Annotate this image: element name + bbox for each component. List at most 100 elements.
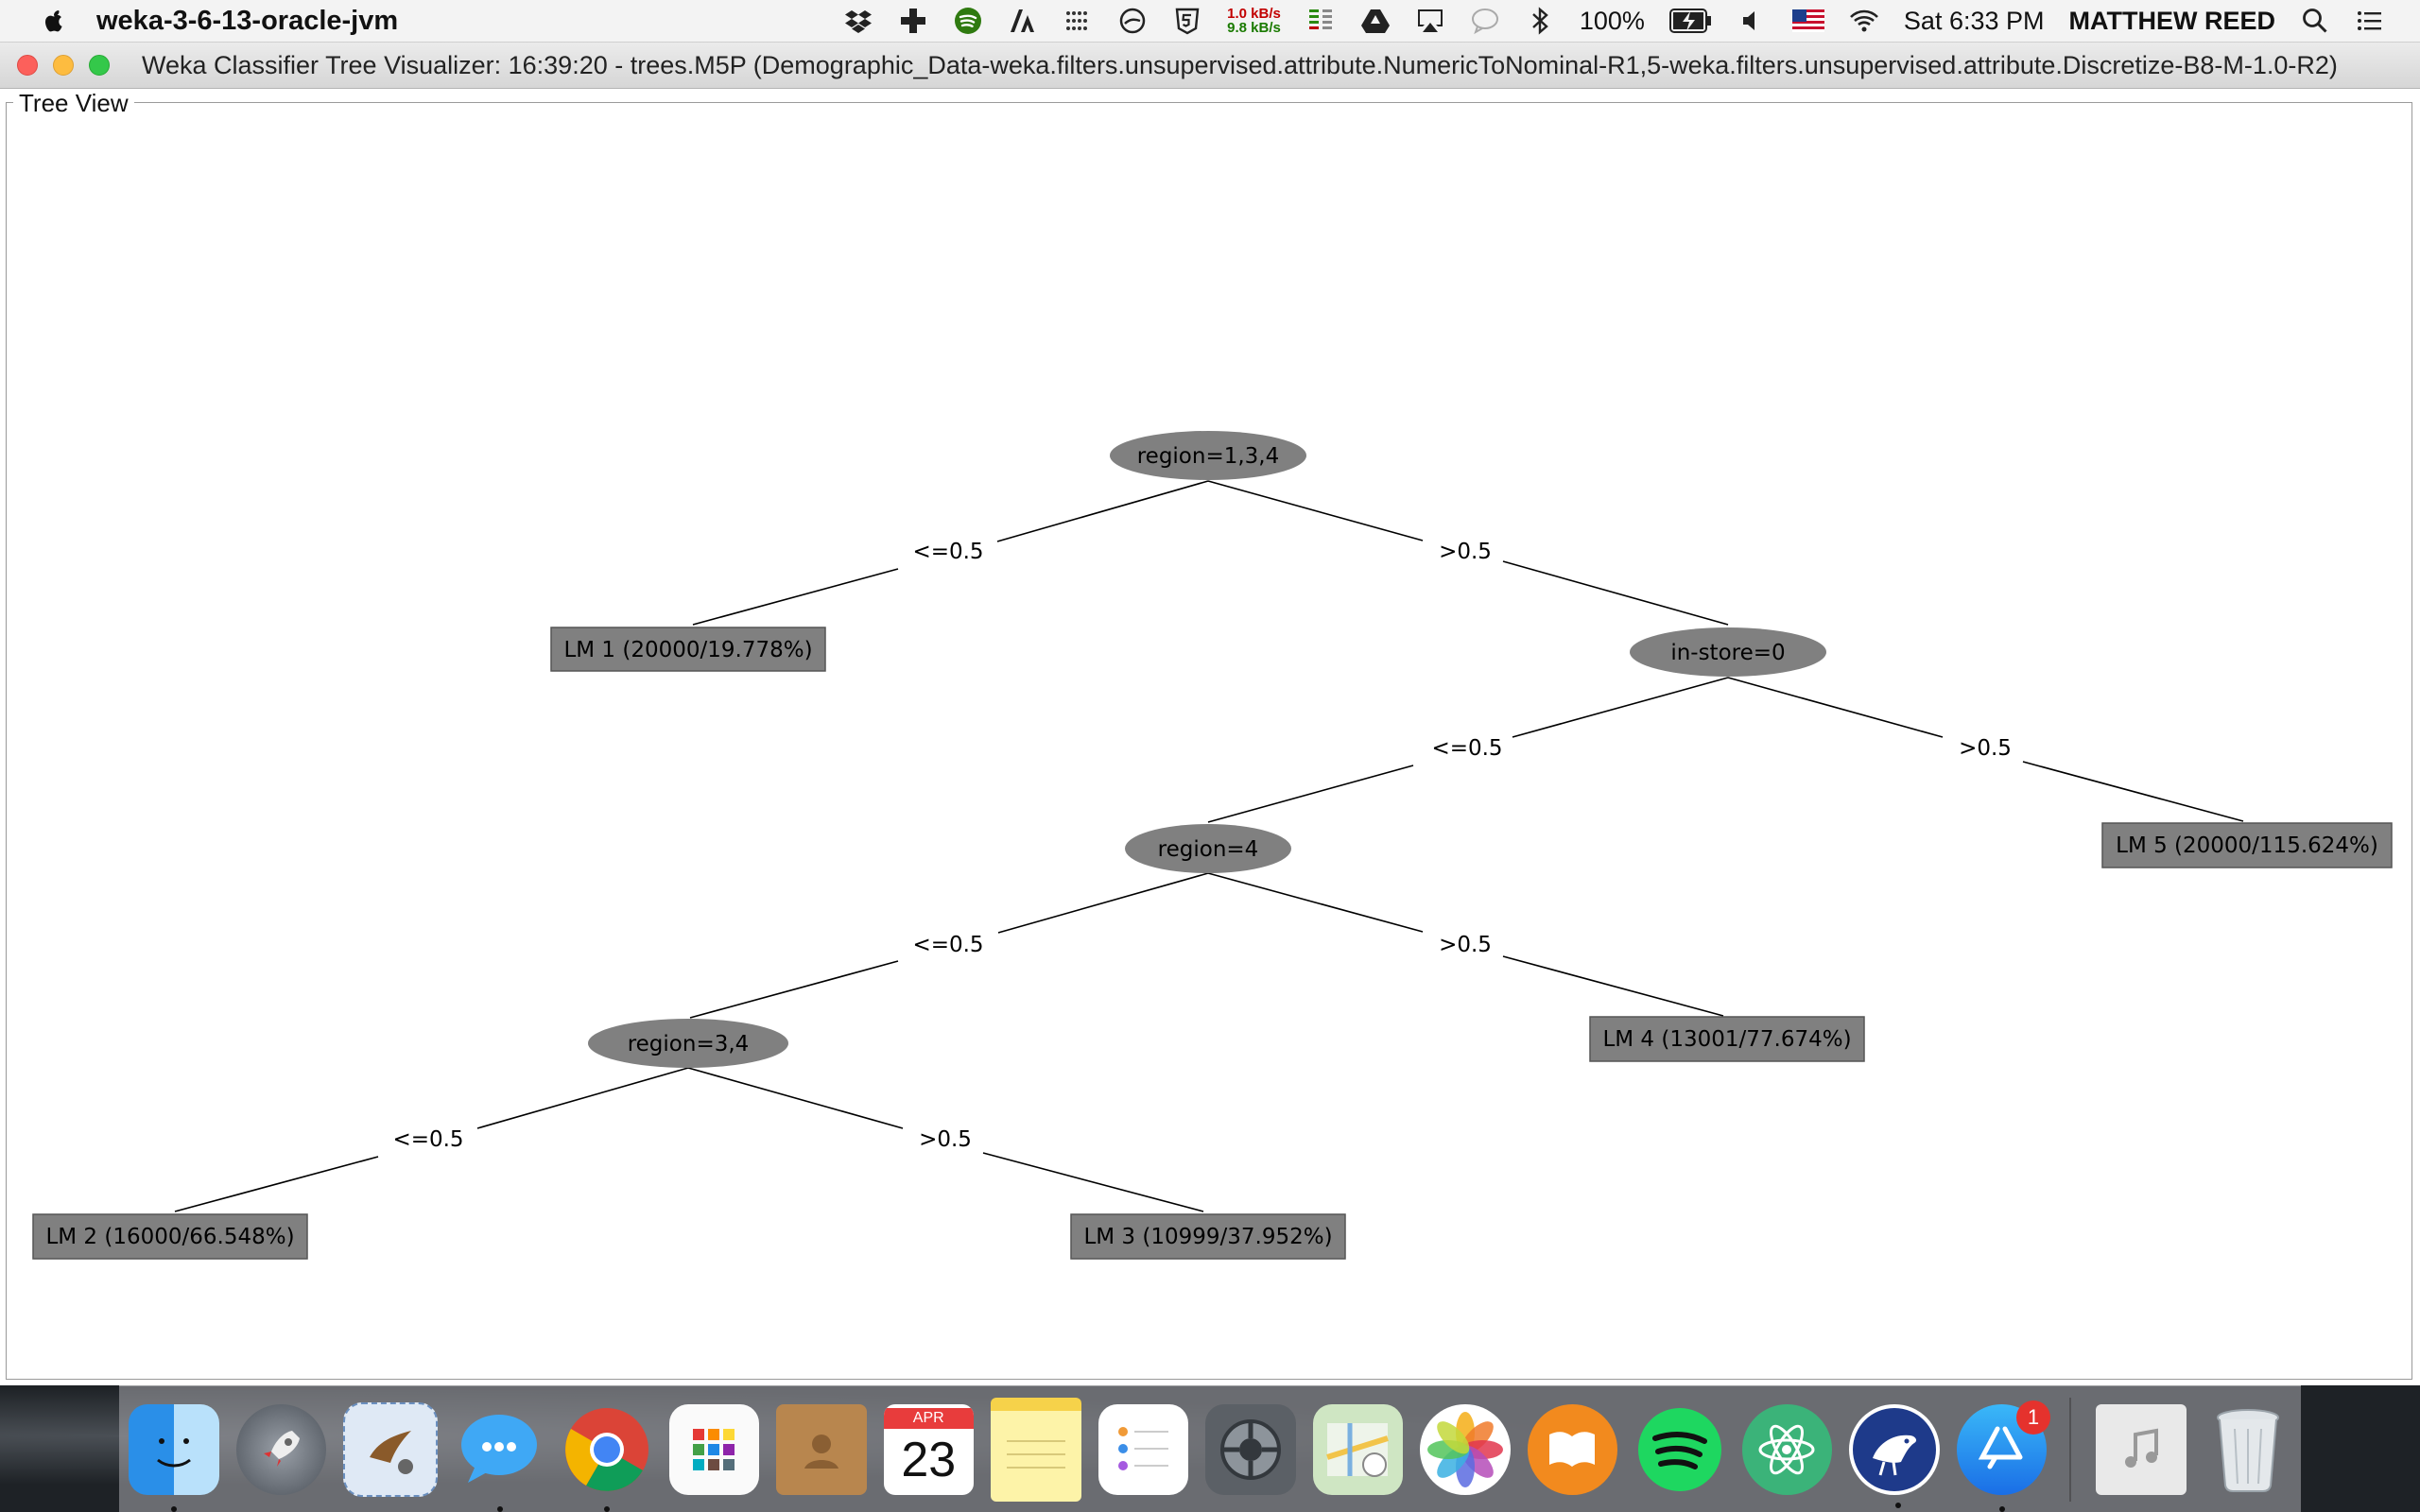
leaf-node-lm5[interactable]: LM 5 (20000/115.624%) [2101, 822, 2393, 868]
app-grid-dock-icon[interactable] [668, 1404, 759, 1495]
edge-line [1207, 872, 1424, 933]
memory-bars-icon[interactable] [1305, 6, 1336, 36]
net-down-value: 9.8 kB/s [1227, 20, 1281, 36]
launchpad-dock-icon[interactable] [235, 1404, 326, 1495]
us-flag-input-icon[interactable] [1791, 9, 1824, 32]
finder-dock-icon[interactable] [129, 1404, 219, 1512]
leaf-node-lm3[interactable]: LM 3 (10999/37.952%) [1070, 1213, 1346, 1260]
split-node-in-store-0[interactable]: in-store=0 [1630, 627, 1826, 677]
split-node-region-3-4[interactable]: region=3,4 [588, 1019, 788, 1068]
edge-line [687, 1067, 904, 1129]
node-label: LM 5 (20000/115.624%) [2116, 833, 2378, 858]
wifi-icon[interactable] [1849, 6, 1879, 36]
weka-dock-icon[interactable] [1849, 1404, 1940, 1508]
desktop-background: APR 23 1 [0, 1385, 2420, 1512]
edge-label-gt: >0.5 [1439, 933, 1492, 957]
chrome-dock-icon[interactable] [562, 1404, 652, 1512]
window-zoom-button[interactable] [89, 55, 110, 76]
mail-dock-icon[interactable] [343, 1402, 438, 1497]
node-label: in-store=0 [1670, 641, 1785, 665]
apple-menu-icon[interactable] [40, 7, 68, 35]
edge-label-gt: >0.5 [1439, 540, 1492, 564]
battery-charging-icon[interactable] [1668, 9, 1713, 33]
leaf-node-lm1[interactable]: LM 1 (20000/19.778%) [550, 627, 826, 672]
tree-view-panel: Tree View <=0.5 >0.5 <=0.5 >0.5 <=0.5 > [0, 89, 2420, 1385]
running-indicator [171, 1506, 177, 1512]
edge-line [2022, 761, 2244, 822]
network-speed-readout[interactable]: 1.0 kB/s 9.8 kB/s [1227, 7, 1281, 35]
split-node-region-4[interactable]: region=4 [1125, 824, 1291, 873]
volume-icon[interactable] [1737, 6, 1768, 36]
edge-line [1207, 480, 1424, 541]
edge-line [996, 480, 1209, 542]
edge-label-le: <=0.5 [912, 540, 983, 564]
adobe-icon[interactable] [1008, 6, 1038, 36]
node-label: region=3,4 [628, 1032, 750, 1057]
messages-dock-icon[interactable] [455, 1404, 545, 1512]
edge-label-le: <=0.5 [392, 1127, 463, 1152]
window-close-button[interactable] [17, 55, 38, 76]
airplay-icon[interactable] [1415, 6, 1445, 36]
menu-bar: weka-3-6-13-oracle-jvm 1.0 kB/s 9.8 kB/s… [0, 0, 2420, 43]
maps-dock-icon[interactable] [1312, 1404, 1403, 1495]
running-indicator [604, 1506, 610, 1512]
leaf-node-lm4[interactable]: LM 4 (13001/77.674%) [1589, 1016, 1865, 1062]
running-indicator [1998, 1506, 2005, 1512]
tree-view-border [6, 102, 2412, 1380]
spotify-dock-icon[interactable] [1634, 1404, 1725, 1495]
notes-dock-icon[interactable] [991, 1398, 1081, 1502]
node-label: LM 3 (10999/37.952%) [1083, 1225, 1332, 1249]
trash-dock-icon[interactable] [2204, 1404, 2294, 1495]
dropbox-icon[interactable] [843, 6, 873, 36]
edge-label-le: <=0.5 [912, 933, 983, 957]
atom-dock-icon[interactable] [1741, 1404, 1832, 1495]
photos-dock-icon[interactable] [1420, 1404, 1511, 1495]
circle-slash-icon[interactable] [1117, 6, 1148, 36]
window-title-bar[interactable]: Weka Classifier Tree Visualizer: 16:39:2… [0, 43, 2420, 89]
edge-line [692, 568, 899, 626]
spotify-menu-icon[interactable] [953, 6, 983, 36]
clock[interactable]: Sat 6:33 PM [1903, 6, 2045, 35]
node-label: LM 1 (20000/19.778%) [563, 638, 812, 662]
edge-line [689, 960, 899, 1019]
decision-tree-canvas[interactable]: <=0.5 >0.5 <=0.5 >0.5 <=0.5 >0.5 <=0.5 >… [0, 178, 2420, 1474]
google-drive-icon[interactable] [1360, 6, 1391, 36]
app-store-dock-icon[interactable]: 1 [1956, 1400, 2051, 1512]
app-name-menu[interactable]: weka-3-6-13-oracle-jvm [96, 5, 399, 36]
status-area: 1.0 kB/s 9.8 kB/s 100% Sat 6:33 PM MATTH… [831, 0, 2397, 42]
dock-separator [2069, 1398, 2072, 1502]
reminders-dock-icon[interactable] [1098, 1404, 1188, 1495]
bluetooth-icon[interactable] [1525, 6, 1555, 36]
split-node-region-1-3-4[interactable]: region=1,3,4 [1110, 431, 1306, 480]
edge-label-gt: >0.5 [1959, 736, 2012, 761]
battery-percent[interactable]: 100% [1579, 6, 1645, 35]
window-title: Weka Classifier Tree Visualizer: 16:39:2… [142, 50, 2338, 79]
running-indicator [496, 1506, 503, 1512]
user-name[interactable]: MATTHEW REED [2068, 6, 2275, 35]
calendar-day: 23 [901, 1433, 957, 1487]
edge-line [997, 872, 1209, 934]
leaf-node-lm2[interactable]: LM 2 (16000/66.548%) [32, 1213, 308, 1260]
dots-grid-icon[interactable] [1063, 6, 1093, 36]
plus-cross-icon[interactable] [898, 6, 928, 36]
app-store-badge: 1 [2016, 1400, 2051, 1435]
edge-line [982, 1152, 1204, 1212]
shield-five-icon[interactable] [1172, 6, 1202, 36]
edge-line [476, 1067, 689, 1129]
contacts-dock-icon[interactable] [776, 1404, 867, 1495]
notification-center-icon[interactable] [2355, 6, 2385, 36]
music-folder-dock-icon[interactable] [2096, 1404, 2187, 1495]
tree-view-label: Tree View [13, 89, 134, 118]
ibooks-dock-icon[interactable] [1527, 1404, 1617, 1495]
edge-line [1727, 677, 1944, 738]
calendar-dock-icon[interactable]: APR 23 [883, 1404, 974, 1495]
window-minimize-button[interactable] [53, 55, 74, 76]
edge-line [174, 1156, 379, 1212]
dock: APR 23 1 [119, 1385, 2301, 1512]
messages-bubble-icon[interactable] [1470, 6, 1500, 36]
spotlight-search-icon[interactable] [2300, 6, 2330, 36]
system-preferences-dock-icon[interactable] [1205, 1404, 1296, 1495]
calendar-month: APR [883, 1408, 974, 1429]
edge-line [1207, 765, 1414, 823]
edge-line [1502, 560, 1729, 626]
